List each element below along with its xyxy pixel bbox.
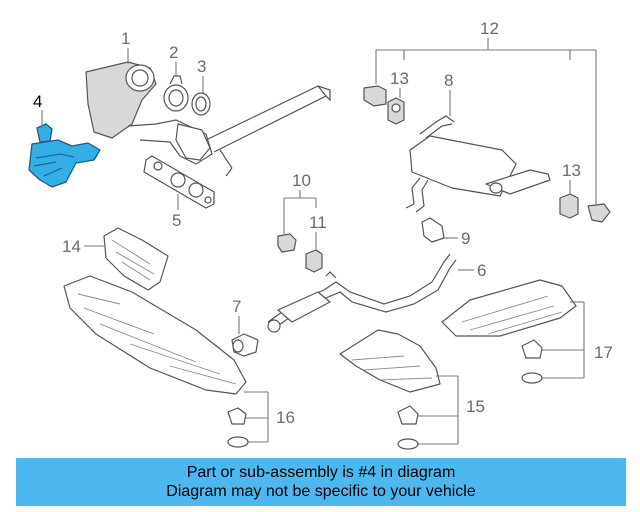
callout-9: 9: [461, 229, 470, 248]
callout-13a: 13: [390, 69, 409, 88]
callout-10: 10: [292, 171, 311, 190]
part-13-rubber-mount-top[interactable]: [387, 88, 405, 125]
callout-12: 12: [480, 19, 499, 38]
part-17-washer-b[interactable]: [521, 372, 543, 384]
part-2-clamp[interactable]: [163, 62, 189, 112]
part-15-tunnel-heat-shield[interactable]: [63, 275, 247, 395]
part-13-rubber-mount-right[interactable]: [559, 180, 579, 219]
part-15-washer-a[interactable]: [227, 407, 247, 425]
callout-1: 1: [121, 29, 130, 48]
part-16-washer-b[interactable]: [397, 438, 419, 450]
callout-5: 5: [172, 211, 181, 230]
info-banner: Part or sub-assembly is #4 in diagram Di…: [16, 458, 626, 506]
part-9-clamp[interactable]: [421, 217, 458, 243]
part-17-leader: [540, 301, 585, 379]
callout-17: 17: [594, 343, 613, 362]
part-15-leader: [244, 391, 269, 443]
part-3-gasket[interactable]: [191, 76, 211, 116]
part-16-heat-shield[interactable]: [339, 329, 441, 393]
callout-14: 14: [62, 237, 81, 256]
part-1-catalytic-converter[interactable]: [85, 48, 331, 177]
callout-2: 2: [169, 43, 178, 62]
part-5-flange-gasket[interactable]: [143, 155, 215, 210]
callout-11: 11: [309, 213, 327, 232]
callout-4: 4: [33, 92, 42, 111]
part-12-leader: [375, 38, 597, 204]
part-12-hanger-right[interactable]: [587, 203, 611, 223]
part-16-leader: [416, 375, 459, 445]
callout-8: 8: [444, 71, 453, 90]
part-6-intermediate-pipe[interactable]: [267, 253, 474, 333]
part-15-washer-b[interactable]: [227, 436, 249, 448]
part-4-heat-shield[interactable]: [28, 110, 101, 188]
part-8-rear-muffler[interactable]: [405, 90, 551, 213]
banner-line-disclaimer: Diagram may not be specific to your vehi…: [166, 483, 476, 500]
callout-16: 15: [466, 397, 485, 416]
part-14-heat-shield[interactable]: [84, 227, 169, 291]
callout-15: 16: [276, 408, 295, 427]
part-12-hanger-left[interactable]: [363, 85, 387, 107]
banner-line-part: Part or sub-assembly is #4 in diagram: [186, 464, 456, 481]
callout-7: 7: [232, 297, 241, 316]
callout-13b: 13: [562, 161, 581, 180]
part-10-leader: [283, 190, 317, 234]
part-17-heat-shield[interactable]: [441, 279, 577, 337]
callout-6: 6: [477, 261, 486, 280]
part-10-bracket[interactable]: [277, 233, 297, 253]
callout-3: 3: [197, 57, 206, 76]
part-11-rubber-mount[interactable]: [305, 232, 323, 273]
part-17-washer-a[interactable]: [521, 339, 543, 359]
part-16-washer-a[interactable]: [397, 405, 419, 425]
part-7-clamp[interactable]: [231, 316, 259, 357]
